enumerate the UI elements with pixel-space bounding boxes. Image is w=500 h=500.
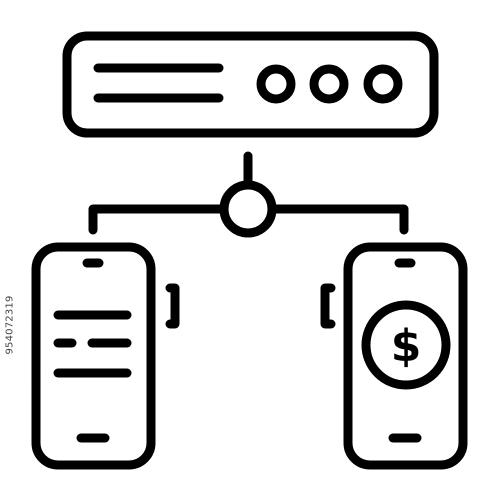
server-indicator-light [363, 64, 403, 104]
watermark-id: 954072319 [4, 295, 16, 355]
server-body [62, 31, 439, 138]
phone-body [343, 242, 468, 470]
phone-body [31, 242, 156, 470]
phone-with-message-icon [31, 242, 180, 470]
phone-side-button [165, 283, 180, 329]
dollar-sign: $ [391, 321, 422, 372]
phone-side-button [320, 283, 336, 329]
connector-branch-right [267, 204, 409, 235]
server-indicator-light [309, 64, 349, 104]
network-connector [88, 151, 409, 238]
connector-node [219, 180, 277, 238]
phone-with-payment-icon: $ [320, 242, 468, 470]
dollar-coin-icon [361, 300, 451, 390]
server-indicator-light [256, 64, 296, 104]
connector-branch-left [88, 204, 229, 235]
server-icon [62, 31, 439, 138]
stock-watermark: 954072319 [2, 250, 18, 400]
